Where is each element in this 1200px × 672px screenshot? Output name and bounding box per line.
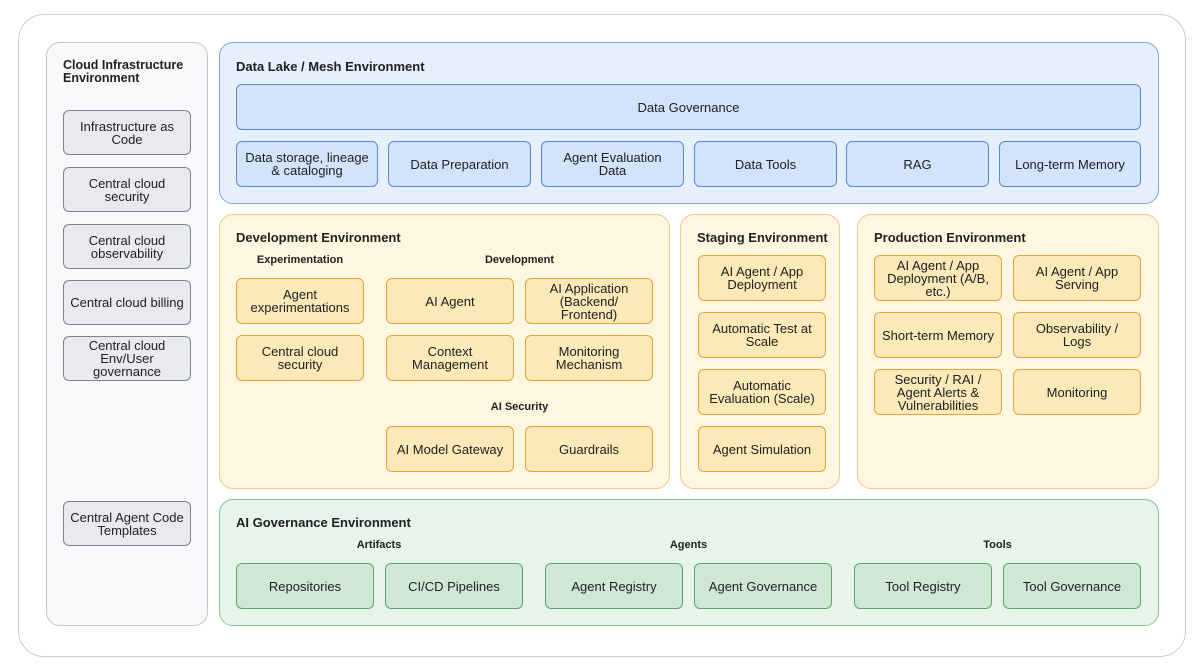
production-title: Production Environment bbox=[874, 230, 1026, 245]
data-storage-box: Data storage, lineage & cataloging bbox=[236, 141, 378, 187]
tool-registry-box: Tool Registry bbox=[854, 563, 992, 609]
ci-cd-pipelines-box: CI/CD Pipelines bbox=[385, 563, 523, 609]
observability-logs-box: Observability / Logs bbox=[1013, 312, 1141, 358]
tools-label: Tools bbox=[983, 539, 1012, 551]
central-agent-code-templates-box: Central Agent Code Templates bbox=[63, 501, 191, 546]
security-rai-box: Security / RAI / Agent Alerts & Vulnerab… bbox=[874, 369, 1002, 415]
infrastructure-as-code-box: Infrastructure as Code bbox=[63, 110, 191, 155]
central-cloud-security-box: Central cloud security bbox=[63, 167, 191, 212]
long-term-memory-box: Long-term Memory bbox=[999, 141, 1141, 187]
data-lake-title: Data Lake / Mesh Environment bbox=[236, 59, 425, 74]
ai-governance-title: AI Governance Environment bbox=[236, 515, 411, 530]
ai-application-box: AI Application (Backend/ Frontend) bbox=[525, 278, 653, 324]
agent-simulation-box: Agent Simulation bbox=[698, 426, 826, 472]
data-tools-box: Data Tools bbox=[694, 141, 837, 187]
guardrails-box: Guardrails bbox=[525, 426, 653, 472]
context-management-box: Context Management bbox=[386, 335, 514, 381]
agents-label: Agents bbox=[669, 539, 708, 551]
automatic-evaluation-box: Automatic Evaluation (Scale) bbox=[698, 369, 826, 415]
agent-registry-box: Agent Registry bbox=[545, 563, 683, 609]
central-cloud-billing-box: Central cloud billing bbox=[63, 280, 191, 325]
agent-serving-box: AI Agent / App Serving bbox=[1013, 255, 1141, 301]
rag-box: RAG bbox=[846, 141, 989, 187]
agent-experimentations-box: Agent experimentations bbox=[236, 278, 364, 324]
data-governance-box: Data Governance bbox=[236, 84, 1141, 130]
ai-model-gateway-box: AI Model Gateway bbox=[386, 426, 514, 472]
ai-agent-box: AI Agent bbox=[386, 278, 514, 324]
dev-central-cloud-security-box: Central cloud security bbox=[236, 335, 364, 381]
cloud-infrastructure-title: Cloud Infrastructure Environment bbox=[63, 58, 184, 86]
agent-governance-box: Agent Governance bbox=[694, 563, 832, 609]
ai-security-label: AI Security bbox=[490, 401, 549, 413]
central-cloud-observability-box: Central cloud observability bbox=[63, 224, 191, 269]
data-preparation-box: Data Preparation bbox=[388, 141, 531, 187]
monitoring-mechanism-box: Monitoring Mechanism bbox=[525, 335, 653, 381]
automatic-test-box: Automatic Test at Scale bbox=[698, 312, 826, 358]
repositories-box: Repositories bbox=[236, 563, 374, 609]
experimentation-label: Experimentation bbox=[256, 254, 344, 266]
ai-governance-panel bbox=[219, 499, 1159, 626]
staging-title: Staging Environment bbox=[697, 230, 828, 245]
central-cloud-governance-box: Central cloud Env/User governance bbox=[63, 336, 191, 381]
short-term-memory-box: Short-term Memory bbox=[874, 312, 1002, 358]
monitoring-box: Monitoring bbox=[1013, 369, 1141, 415]
staging-deployment-box: AI Agent / App Deployment bbox=[698, 255, 826, 301]
development-title: Development Environment bbox=[236, 230, 401, 245]
agent-evaluation-data-box: Agent Evaluation Data bbox=[541, 141, 684, 187]
development-label: Development bbox=[484, 254, 555, 266]
tool-governance-box: Tool Governance bbox=[1003, 563, 1141, 609]
artifacts-label: Artifacts bbox=[356, 539, 402, 551]
production-deployment-box: AI Agent / App Deployment (A/B, etc.) bbox=[874, 255, 1002, 301]
